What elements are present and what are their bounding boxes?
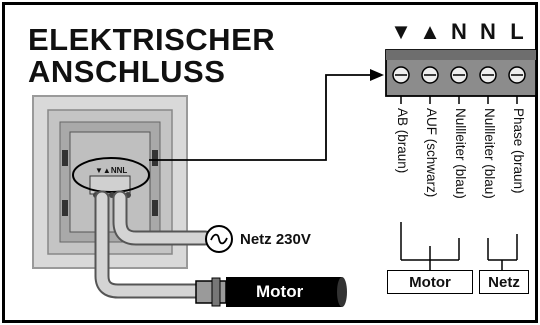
netz-cable-label: Netz 230V — [240, 231, 311, 248]
connection-arrow-line — [149, 74, 372, 161]
wire-label-auf: AUF (schwarz) — [424, 108, 439, 198]
mount-slot — [152, 150, 158, 166]
wire-label-null1: Nullleiter (blau) — [453, 108, 468, 199]
netz-cable-core — [114, 192, 211, 244]
plug-symbol — [210, 233, 228, 245]
terminal-symbol-up: ▲ — [419, 19, 441, 44]
motor-end — [337, 277, 347, 307]
motor-group-box: Motor — [387, 270, 473, 294]
connection-arrowhead — [370, 69, 384, 81]
motor-connector — [195, 280, 227, 304]
motor-body — [226, 277, 342, 307]
mount-slot — [152, 200, 158, 216]
title-line-2: ANSCHLUSS — [28, 54, 226, 89]
switch-terminal-label: ▼▲NNL — [95, 166, 128, 175]
wire-label-ab: AB (braun) — [395, 108, 410, 174]
terminal-symbol-down: ▼ — [390, 19, 412, 44]
wire-label-null2: Nullleiter (blau) — [482, 108, 497, 199]
terminal-symbol-l: L — [510, 19, 524, 44]
terminal-symbol-n1: N — [451, 19, 467, 44]
motor-cable-label: Motor — [256, 282, 304, 301]
title-line-1: ELEKTRISCHER — [28, 22, 276, 57]
terminal-symbol-n2: N — [480, 19, 496, 44]
motor-cable-core — [96, 192, 218, 297]
terminal-highlight-ellipse — [72, 157, 150, 193]
wire-label-phase: Phase (braun) — [511, 108, 526, 194]
motor-connector-ring — [211, 277, 221, 307]
terminal-strip-top — [386, 50, 536, 60]
netz-group-box: Netz — [479, 270, 529, 294]
mount-slot — [62, 200, 68, 216]
mount-slot — [62, 150, 68, 166]
terminal-screws — [392, 66, 526, 84]
